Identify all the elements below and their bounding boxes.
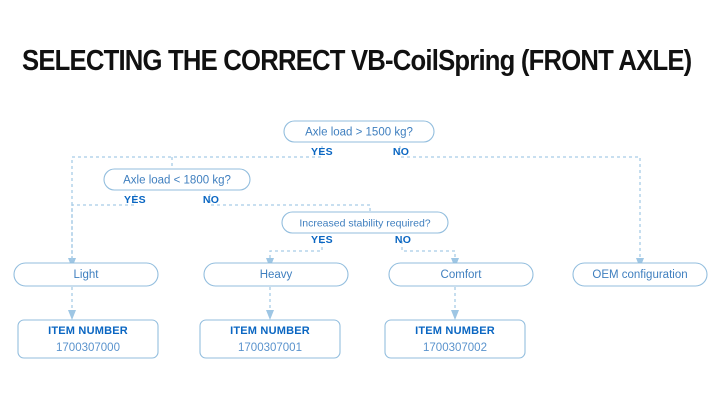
item-number-box-heavy[interactable] <box>199 319 341 359</box>
item-number-node-heavy[interactable]: ITEM NUMBER 1700307001 <box>199 319 341 359</box>
result-label-light: Light <box>74 269 100 281</box>
page-title: SELECTING THE CORRECT VB-CoilSpring (FRO… <box>22 45 692 77</box>
result-label-heavy: Heavy <box>260 269 293 281</box>
item-number-value-heavy: 1700307001 <box>238 342 302 354</box>
decision-box-axle-load-1500[interactable] <box>283 120 435 143</box>
result-node-light[interactable]: Light <box>13 262 159 287</box>
result-box-heavy[interactable] <box>203 262 349 287</box>
branch-label-d2-yes: YES <box>124 194 146 206</box>
result-label-oem: OEM configuration <box>592 269 687 281</box>
connector-d1-no <box>399 146 641 261</box>
decision-node-axle-load-1500[interactable]: Axle load > 1500 kg? YES NO <box>283 120 435 158</box>
result-node-oem[interactable]: OEM configuration <box>572 262 708 287</box>
item-number-node-light[interactable]: ITEM NUMBER 1700307000 <box>17 319 159 359</box>
connector-d2-yes <box>71 194 136 261</box>
result-box-oem[interactable] <box>572 262 708 287</box>
decision-label-increased-stability: Increased stability required? <box>299 217 430 229</box>
connector-d3-yes <box>269 241 323 261</box>
branch-label-d3-yes: YES <box>311 234 333 246</box>
decision-label-axle-load-1800: Axle load < 1800 kg? <box>123 175 231 187</box>
arrowhead-heavy-item <box>266 310 274 320</box>
decision-box-axle-load-1800[interactable] <box>103 168 251 191</box>
branch-label-d1-no: NO <box>393 146 409 158</box>
connector-d3-no <box>401 241 456 261</box>
item-number-value-comfort: 1700307002 <box>423 342 487 354</box>
item-number-heading-light: ITEM NUMBER <box>48 325 128 337</box>
item-number-heading-heavy: ITEM NUMBER <box>230 325 310 337</box>
connector-d1-yes <box>71 146 323 261</box>
decision-label-axle-load-1500: Axle load > 1500 kg? <box>305 127 413 139</box>
item-number-value-light: 1700307000 <box>56 342 120 354</box>
result-box-comfort[interactable] <box>388 262 534 287</box>
arrowhead-light-item <box>68 310 76 320</box>
decision-box-increased-stability[interactable] <box>281 211 449 234</box>
arrowhead-comfort-item <box>451 310 459 320</box>
result-label-comfort: Comfort <box>441 269 483 281</box>
result-node-comfort[interactable]: Comfort <box>388 262 534 287</box>
decision-node-increased-stability[interactable]: Increased stability required? YES NO <box>281 211 449 246</box>
result-node-heavy[interactable]: Heavy <box>203 262 349 287</box>
branch-label-d3-no: NO <box>395 234 411 246</box>
item-number-node-comfort[interactable]: ITEM NUMBER 1700307002 <box>384 319 526 359</box>
item-number-box-light[interactable] <box>17 319 159 359</box>
connector-d2-no <box>209 194 371 212</box>
branch-label-d1-yes: YES <box>311 146 333 158</box>
branch-label-d2-no: NO <box>203 194 219 206</box>
item-number-box-comfort[interactable] <box>384 319 526 359</box>
decision-node-axle-load-1800[interactable]: Axle load < 1800 kg? YES NO <box>103 168 251 206</box>
result-box-light[interactable] <box>13 262 159 287</box>
item-number-heading-comfort: ITEM NUMBER <box>415 325 495 337</box>
